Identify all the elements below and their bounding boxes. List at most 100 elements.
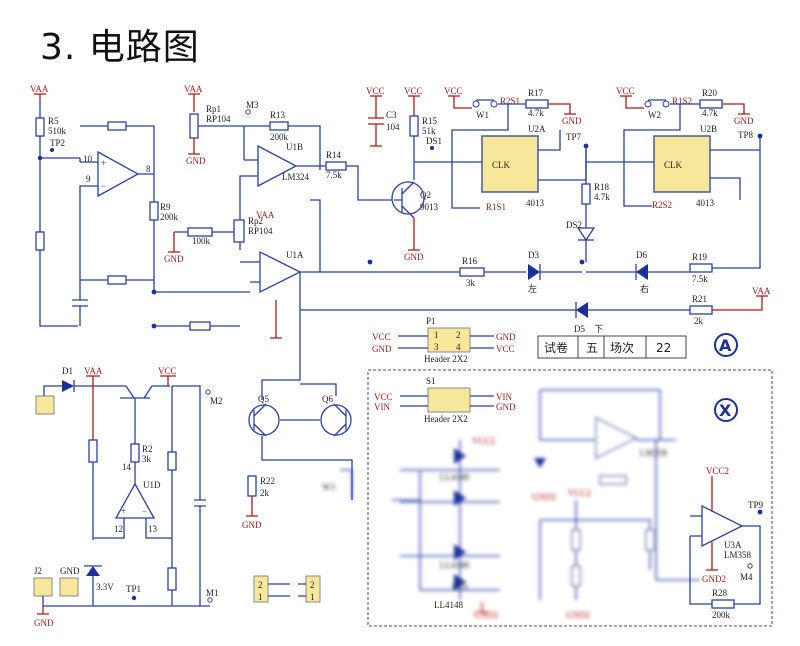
svg-text:LL4148: LL4148: [440, 560, 469, 570]
svg-text:R22: R22: [260, 476, 275, 486]
svg-text:U2A: U2A: [528, 124, 546, 134]
svg-text:R1S1: R1S1: [486, 202, 506, 212]
resistor-r21: R21 2k VAA: [689, 286, 771, 326]
resistor-r2: R2 3k: [130, 443, 153, 464]
resistor-r17: R2S1 R17 4.7k GND: [500, 88, 582, 126]
svg-text:GND2: GND2: [702, 574, 726, 584]
testpoint-tp8: TP8: [738, 130, 763, 140]
svg-text:7.5k: 7.5k: [692, 274, 708, 284]
svg-text:M2: M2: [210, 396, 223, 406]
svg-text:R2S2: R2S2: [652, 200, 672, 210]
svg-text:2: 2: [456, 330, 461, 340]
svg-text:VCC: VCC: [366, 86, 385, 96]
svg-text:GND2: GND2: [532, 492, 556, 502]
svg-text:GND: GND: [404, 252, 424, 262]
svg-text:RP104: RP104: [206, 114, 231, 124]
resistor-r13: R13 200k: [269, 110, 289, 142]
header-small-1: 21: [253, 575, 290, 603]
svg-text:12: 12: [114, 524, 123, 534]
testpoint-tp1: TP1: [126, 584, 141, 601]
testpoint-ds1: DS1: [426, 136, 442, 150]
opamp-u1d: U1D + − 14 12 13: [114, 462, 161, 534]
svg-text:2k: 2k: [694, 316, 704, 326]
svg-text:1: 1: [310, 592, 315, 602]
testpoint-m2: M2: [205, 389, 223, 406]
vaa-supply-left: VAA: [30, 84, 49, 100]
svg-text:13: 13: [148, 524, 158, 534]
svg-text:4.7k: 4.7k: [594, 192, 610, 202]
svg-text:510k: 510k: [48, 126, 67, 136]
svg-text:VCC2: VCC2: [706, 466, 729, 476]
svg-text:下: 下: [594, 324, 603, 334]
svg-text:R20: R20: [702, 88, 718, 98]
svg-text:VIN: VIN: [496, 392, 512, 402]
svg-text:VCC: VCC: [444, 86, 463, 96]
testpoint-tp2: TP2: [50, 138, 65, 152]
svg-text:VAA: VAA: [30, 84, 49, 94]
svg-text:4013: 4013: [526, 198, 545, 208]
ll4148-label: LL4148: [434, 600, 463, 610]
svg-text:LL4148: LL4148: [440, 472, 469, 482]
resistor-r9: R9 200k: [149, 201, 179, 222]
opamp-u3a: U3A LM358 VCC2 GND2: [701, 466, 752, 584]
svg-text:VAA: VAA: [752, 286, 771, 296]
svg-text:W3: W3: [322, 482, 335, 492]
svg-text:Q2: Q2: [420, 190, 431, 200]
switch-w3: W3: [322, 469, 353, 500]
svg-text:LM358: LM358: [724, 550, 752, 560]
header-s1: S1 VCC VIN VIN GND Header 2X2: [374, 376, 516, 424]
svg-text:200k: 200k: [712, 610, 731, 620]
led-d5: D5 下: [300, 302, 690, 334]
stamp-cell-1: 试卷: [544, 340, 568, 355]
svg-text:9013: 9013: [420, 202, 439, 212]
svg-text:Q6: Q6: [322, 394, 333, 404]
stamp-cell-3: 场次: [610, 341, 634, 355]
svg-text:GND: GND: [186, 156, 206, 166]
svg-text:Rp2: Rp2: [248, 216, 263, 226]
connector-gnd: GND: [59, 566, 80, 597]
svg-text:200k: 200k: [160, 212, 179, 222]
svg-text:LM324: LM324: [282, 172, 310, 182]
svg-text:7.5k: 7.5k: [326, 170, 342, 180]
svg-text:4013: 4013: [696, 198, 715, 208]
svg-text:W2: W2: [648, 110, 661, 120]
testpoint-m4: M4: [740, 563, 753, 582]
svg-text:R2S1: R2S1: [500, 96, 520, 106]
led-ds2: DS2: [566, 220, 596, 242]
svg-text:W1: W1: [476, 110, 489, 120]
svg-text:右: 右: [640, 283, 649, 294]
svg-text:VAA: VAA: [84, 366, 103, 376]
svg-text:C3: C3: [386, 110, 397, 120]
resistor-feedback: [107, 121, 127, 131]
header-small-2: 21: [298, 575, 321, 603]
svg-text:GND2: GND2: [566, 610, 590, 620]
svg-text:X: X: [719, 401, 732, 420]
resistor-r28: R28 200k: [711, 588, 735, 620]
svg-text:Header 2X2: Header 2X2: [424, 414, 468, 424]
svg-text:TP1: TP1: [126, 584, 141, 594]
svg-text:VIN: VIN: [374, 402, 390, 412]
svg-text:3.3V: 3.3V: [96, 582, 114, 592]
svg-text:+: +: [121, 506, 126, 516]
svg-text:100k: 100k: [192, 236, 211, 246]
resistor-r19: R19 7.5k: [689, 252, 713, 284]
svg-text:2: 2: [310, 580, 315, 590]
vcc-supply-bottom: VCC: [158, 366, 177, 386]
page-title: 3. 电路图: [40, 27, 200, 68]
svg-text:VCC: VCC: [158, 366, 177, 376]
svg-text:GND: GND: [562, 116, 582, 126]
flipflop-u2a: U2A CLK 4013 R1S1: [481, 124, 546, 212]
svg-text:D3: D3: [528, 250, 539, 260]
svg-text:U3A: U3A: [724, 540, 742, 550]
svg-text:R18: R18: [594, 182, 610, 192]
svg-text:GND: GND: [496, 332, 516, 342]
svg-text:R16: R16: [462, 256, 478, 266]
svg-text:M3: M3: [246, 100, 259, 110]
svg-text:VCC2: VCC2: [472, 436, 495, 446]
svg-text:M1: M1: [206, 588, 219, 598]
potentiometer-rp1: Rp1 RP104: [189, 104, 231, 139]
svg-text:TP8: TP8: [738, 130, 754, 140]
transistor-q1: [120, 385, 170, 444]
flipflop-u2b: U2B CLK 4013 R2S2: [652, 124, 717, 210]
